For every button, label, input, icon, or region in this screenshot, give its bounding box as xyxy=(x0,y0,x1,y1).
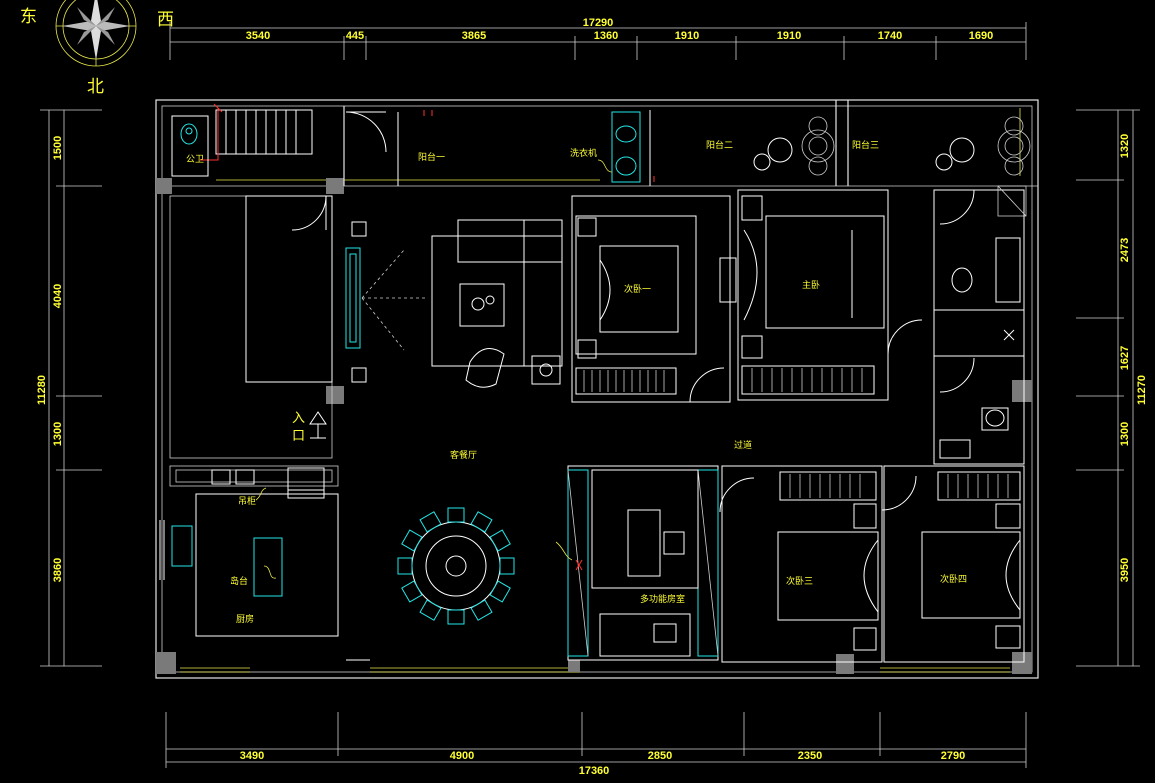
compass: 东 西 北 xyxy=(20,0,174,97)
entrance-label-ru: 入 xyxy=(292,411,305,426)
bedroom-2-4: 次卧四 xyxy=(883,465,1025,663)
top-dim-5: 1910 xyxy=(675,30,699,42)
structural-pillars xyxy=(156,178,1032,674)
bottom-dim-2: 4900 xyxy=(450,750,474,762)
right-dim-4: 1300 xyxy=(1119,422,1131,446)
room-label-bedroom-2-1: 次卧一 xyxy=(624,283,651,295)
room-label-master: 主卧 xyxy=(802,279,820,291)
compass-north-label: 北 xyxy=(87,77,104,97)
left-dim-2: 4040 xyxy=(52,284,64,308)
left-dim-1: 1500 xyxy=(52,136,64,160)
right-dim-3: 1627 xyxy=(1119,346,1131,370)
right-dimensions: 1320 2473 1627 1300 3950 11270 xyxy=(1076,109,1148,667)
room-label-living-dining: 客餐厅 xyxy=(450,449,477,461)
compass-west-label: 西 xyxy=(157,10,174,30)
left-dim-4: 3860 xyxy=(52,558,64,582)
right-dim-5: 3950 xyxy=(1119,558,1131,582)
right-dim-2: 2473 xyxy=(1119,238,1131,262)
multi-function-room: 多功能房室 xyxy=(555,465,755,661)
kitchen: 岛台 吊柜 厨房 xyxy=(159,465,339,637)
compass-east-label: 东 xyxy=(20,7,37,27)
entrance-area: 入 口 xyxy=(169,195,361,459)
outer-walls xyxy=(155,99,1039,679)
entrance-label-kou: 口 xyxy=(292,429,305,444)
top-strip: 公卫 阳台一 洗衣机 阳台二 阳台三 xyxy=(171,100,1031,186)
master-bedroom: 主卧 xyxy=(737,189,923,401)
bottom-dim-3: 2850 xyxy=(648,750,672,762)
room-label-bedroom-2-3: 次卧三 xyxy=(786,575,813,587)
bottom-dimensions: 3490 4900 2850 2350 2790 17360 xyxy=(165,712,1027,777)
top-dimensions: 17290 3540 445 3865 1360 1910 1910 1740 … xyxy=(169,17,1027,60)
room-label-corridor: 过道 xyxy=(734,439,752,451)
room-label-balcony-1: 阳台一 xyxy=(418,151,445,163)
bedroom-2-3: 次卧三 xyxy=(721,465,917,663)
left-dimensions: 11280 1500 4040 1300 3860 xyxy=(36,109,102,667)
living-dining: 客餐厅 xyxy=(346,219,563,661)
room-label-balcony-2: 阳台二 xyxy=(706,139,733,151)
top-total-dim: 17290 xyxy=(583,17,614,29)
right-dim-1: 1320 xyxy=(1119,134,1131,158)
top-dim-7: 1740 xyxy=(878,30,902,42)
room-label-bedroom-2-4: 次卧四 xyxy=(940,573,967,585)
room-label-island: 岛台 xyxy=(230,575,248,587)
bottom-dim-4: 2350 xyxy=(798,750,822,762)
bottom-dim-1: 3490 xyxy=(240,750,264,762)
top-dim-1: 3540 xyxy=(246,30,270,42)
top-dim-4: 1360 xyxy=(594,30,618,42)
top-dim-6: 1910 xyxy=(777,30,801,42)
bottom-total-dim: 17360 xyxy=(579,765,610,777)
bathrooms-right xyxy=(933,185,1027,465)
room-label-multi-function: 多功能房室 xyxy=(640,593,685,605)
left-total-dim: 11280 xyxy=(36,375,48,405)
room-label-gongwei: 公卫 xyxy=(186,154,204,165)
bottom-dim-5: 2790 xyxy=(941,750,965,762)
room-label-cabinet: 吊柜 xyxy=(238,495,256,507)
room-label-balcony-3: 阳台三 xyxy=(852,139,879,151)
room-label-washer: 洗衣机 xyxy=(570,147,597,159)
right-total-dim: 11270 xyxy=(1136,375,1148,405)
room-label-kitchen: 厨房 xyxy=(236,613,254,625)
bedroom-2-1: 次卧一 xyxy=(571,195,737,403)
top-dim-2: 445 xyxy=(346,30,364,42)
top-dim-3: 3865 xyxy=(462,30,486,42)
top-dim-8: 1690 xyxy=(969,30,993,42)
left-dim-3: 1300 xyxy=(52,422,64,446)
